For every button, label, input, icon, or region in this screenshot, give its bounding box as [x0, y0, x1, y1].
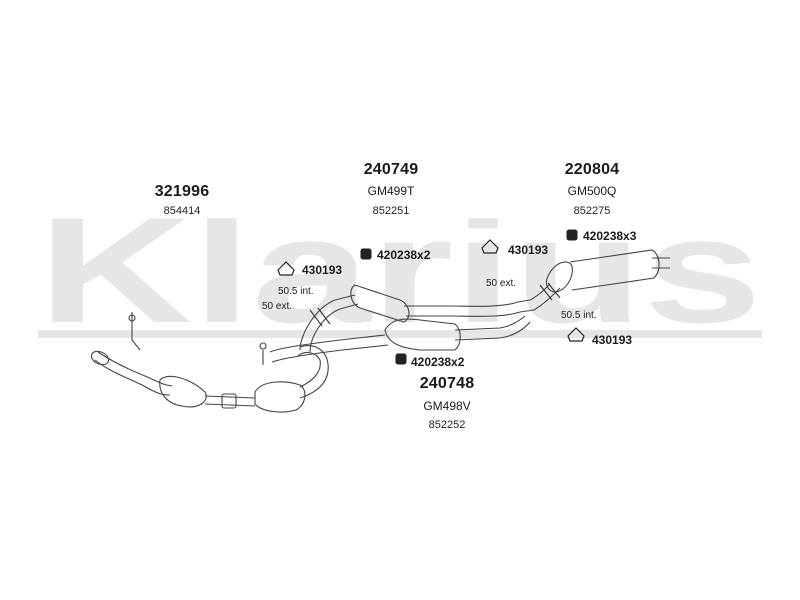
front-pipe-with-catalyst: [90, 312, 329, 413]
rear-silencer-220804: [529, 249, 670, 311]
part-number-240749: 240749: [363, 161, 419, 178]
ref-code-gm500q: GM500Q: [567, 184, 617, 198]
note-50-ext-right: 50 ext.: [486, 278, 517, 289]
callout-clamp-420238x2-bottom: 420238x2: [411, 355, 465, 369]
note-50-5-int-right: 50.5 int.: [561, 310, 597, 321]
ref-code-gm498v: GM498V: [423, 399, 471, 413]
callout-mount-430193-left: 430193: [302, 263, 343, 277]
callout-mount-430193-centre: 430193: [508, 243, 549, 257]
watermark-text: Klarius: [38, 218, 762, 338]
note-50-ext-left: 50 ext.: [262, 301, 293, 312]
ref-code-gm499t: GM499T: [367, 184, 415, 198]
cut-marks: [309, 282, 561, 327]
klarius-watermark: Klarius: [38, 218, 762, 338]
callout-clamp-420238x2-top: 420238x2: [377, 248, 431, 262]
oem-number-852251: 852251: [372, 205, 410, 217]
oem-number-852252: 852252: [428, 419, 466, 431]
callout-clamp-420238x3: 420238x3: [583, 229, 637, 243]
intermediate-pipe-240748: [259, 315, 531, 365]
part-number-321996: 321996: [154, 183, 210, 200]
watermark-underline: [38, 330, 762, 338]
note-50-5-int-left: 50.5 int.: [278, 286, 314, 297]
callout-icons: [277, 229, 585, 365]
oem-number-854414: 854414: [163, 205, 201, 217]
part-number-220804: 220804: [564, 161, 620, 178]
callout-mount-430193-right: 430193: [592, 333, 633, 347]
clamp-icon: [360, 229, 578, 365]
part-number-240748: 240748: [419, 375, 475, 392]
rubber-mount-icon: [277, 239, 585, 342]
centre-silencer-240749: [299, 284, 535, 353]
oem-number-852275: 852275: [573, 205, 611, 217]
